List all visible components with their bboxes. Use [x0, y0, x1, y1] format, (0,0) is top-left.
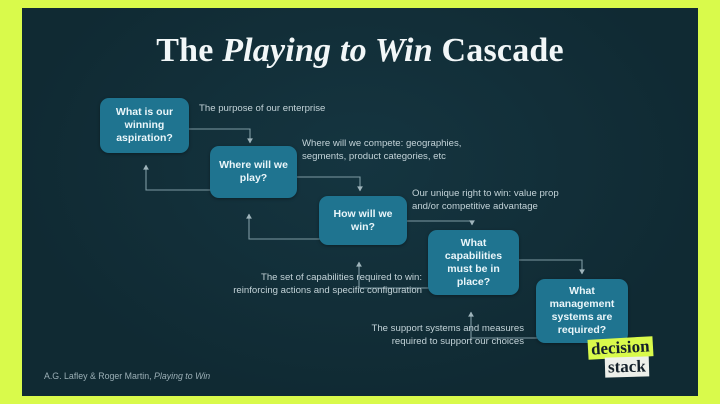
title-prefix: The [156, 32, 223, 69]
note-where-to-play: Where will we compete: geographies, segm… [302, 138, 462, 162]
node-label: What capabilities must be in place? [444, 236, 503, 288]
node-how-to-win[interactable]: How will we win? [319, 196, 407, 245]
node-management-systems[interactable]: What management systems are required? [536, 279, 628, 343]
credit-authors: A.G. Lafley & Roger Martin, [44, 371, 155, 381]
decision-stack-logo[interactable]: decision stack [587, 336, 680, 382]
wire-2-down [297, 176, 363, 192]
wire-3-down [407, 220, 475, 226]
source-credit: A.G. Lafley & Roger Martin, Playing to W… [44, 371, 210, 381]
node-winning-aspiration[interactable]: What is our winning aspiration? [100, 98, 189, 153]
title-suffix: Cascade [432, 32, 564, 69]
node-label: What is our winning aspiration? [115, 106, 174, 144]
note-how-to-win: Our unique right to win: value prop and/… [412, 188, 559, 212]
note-purpose: The purpose of our enterprise [199, 103, 326, 114]
node-capabilities[interactable]: What capabilities must be in place? [428, 230, 519, 295]
wire-1-down [189, 128, 253, 144]
title-italic: Playing to Win [222, 32, 433, 69]
node-label: How will we win? [333, 207, 393, 233]
credit-book-title: Playing to Win [154, 371, 211, 381]
node-label: Where will we play? [219, 159, 288, 184]
note-capabilities: The set of capabilities required to win:… [233, 272, 422, 296]
logo-line-stack: stack [604, 356, 650, 378]
note-management-systems: The support systems and measures require… [371, 323, 524, 347]
node-where-to-play[interactable]: Where will we play? [210, 146, 297, 198]
slide-panel: The Playing to Win Cascade [22, 8, 698, 396]
page-title: The Playing to Win Cascade [22, 32, 698, 70]
wire-4-down [519, 259, 585, 275]
node-label: What management systems are required? [549, 285, 615, 336]
